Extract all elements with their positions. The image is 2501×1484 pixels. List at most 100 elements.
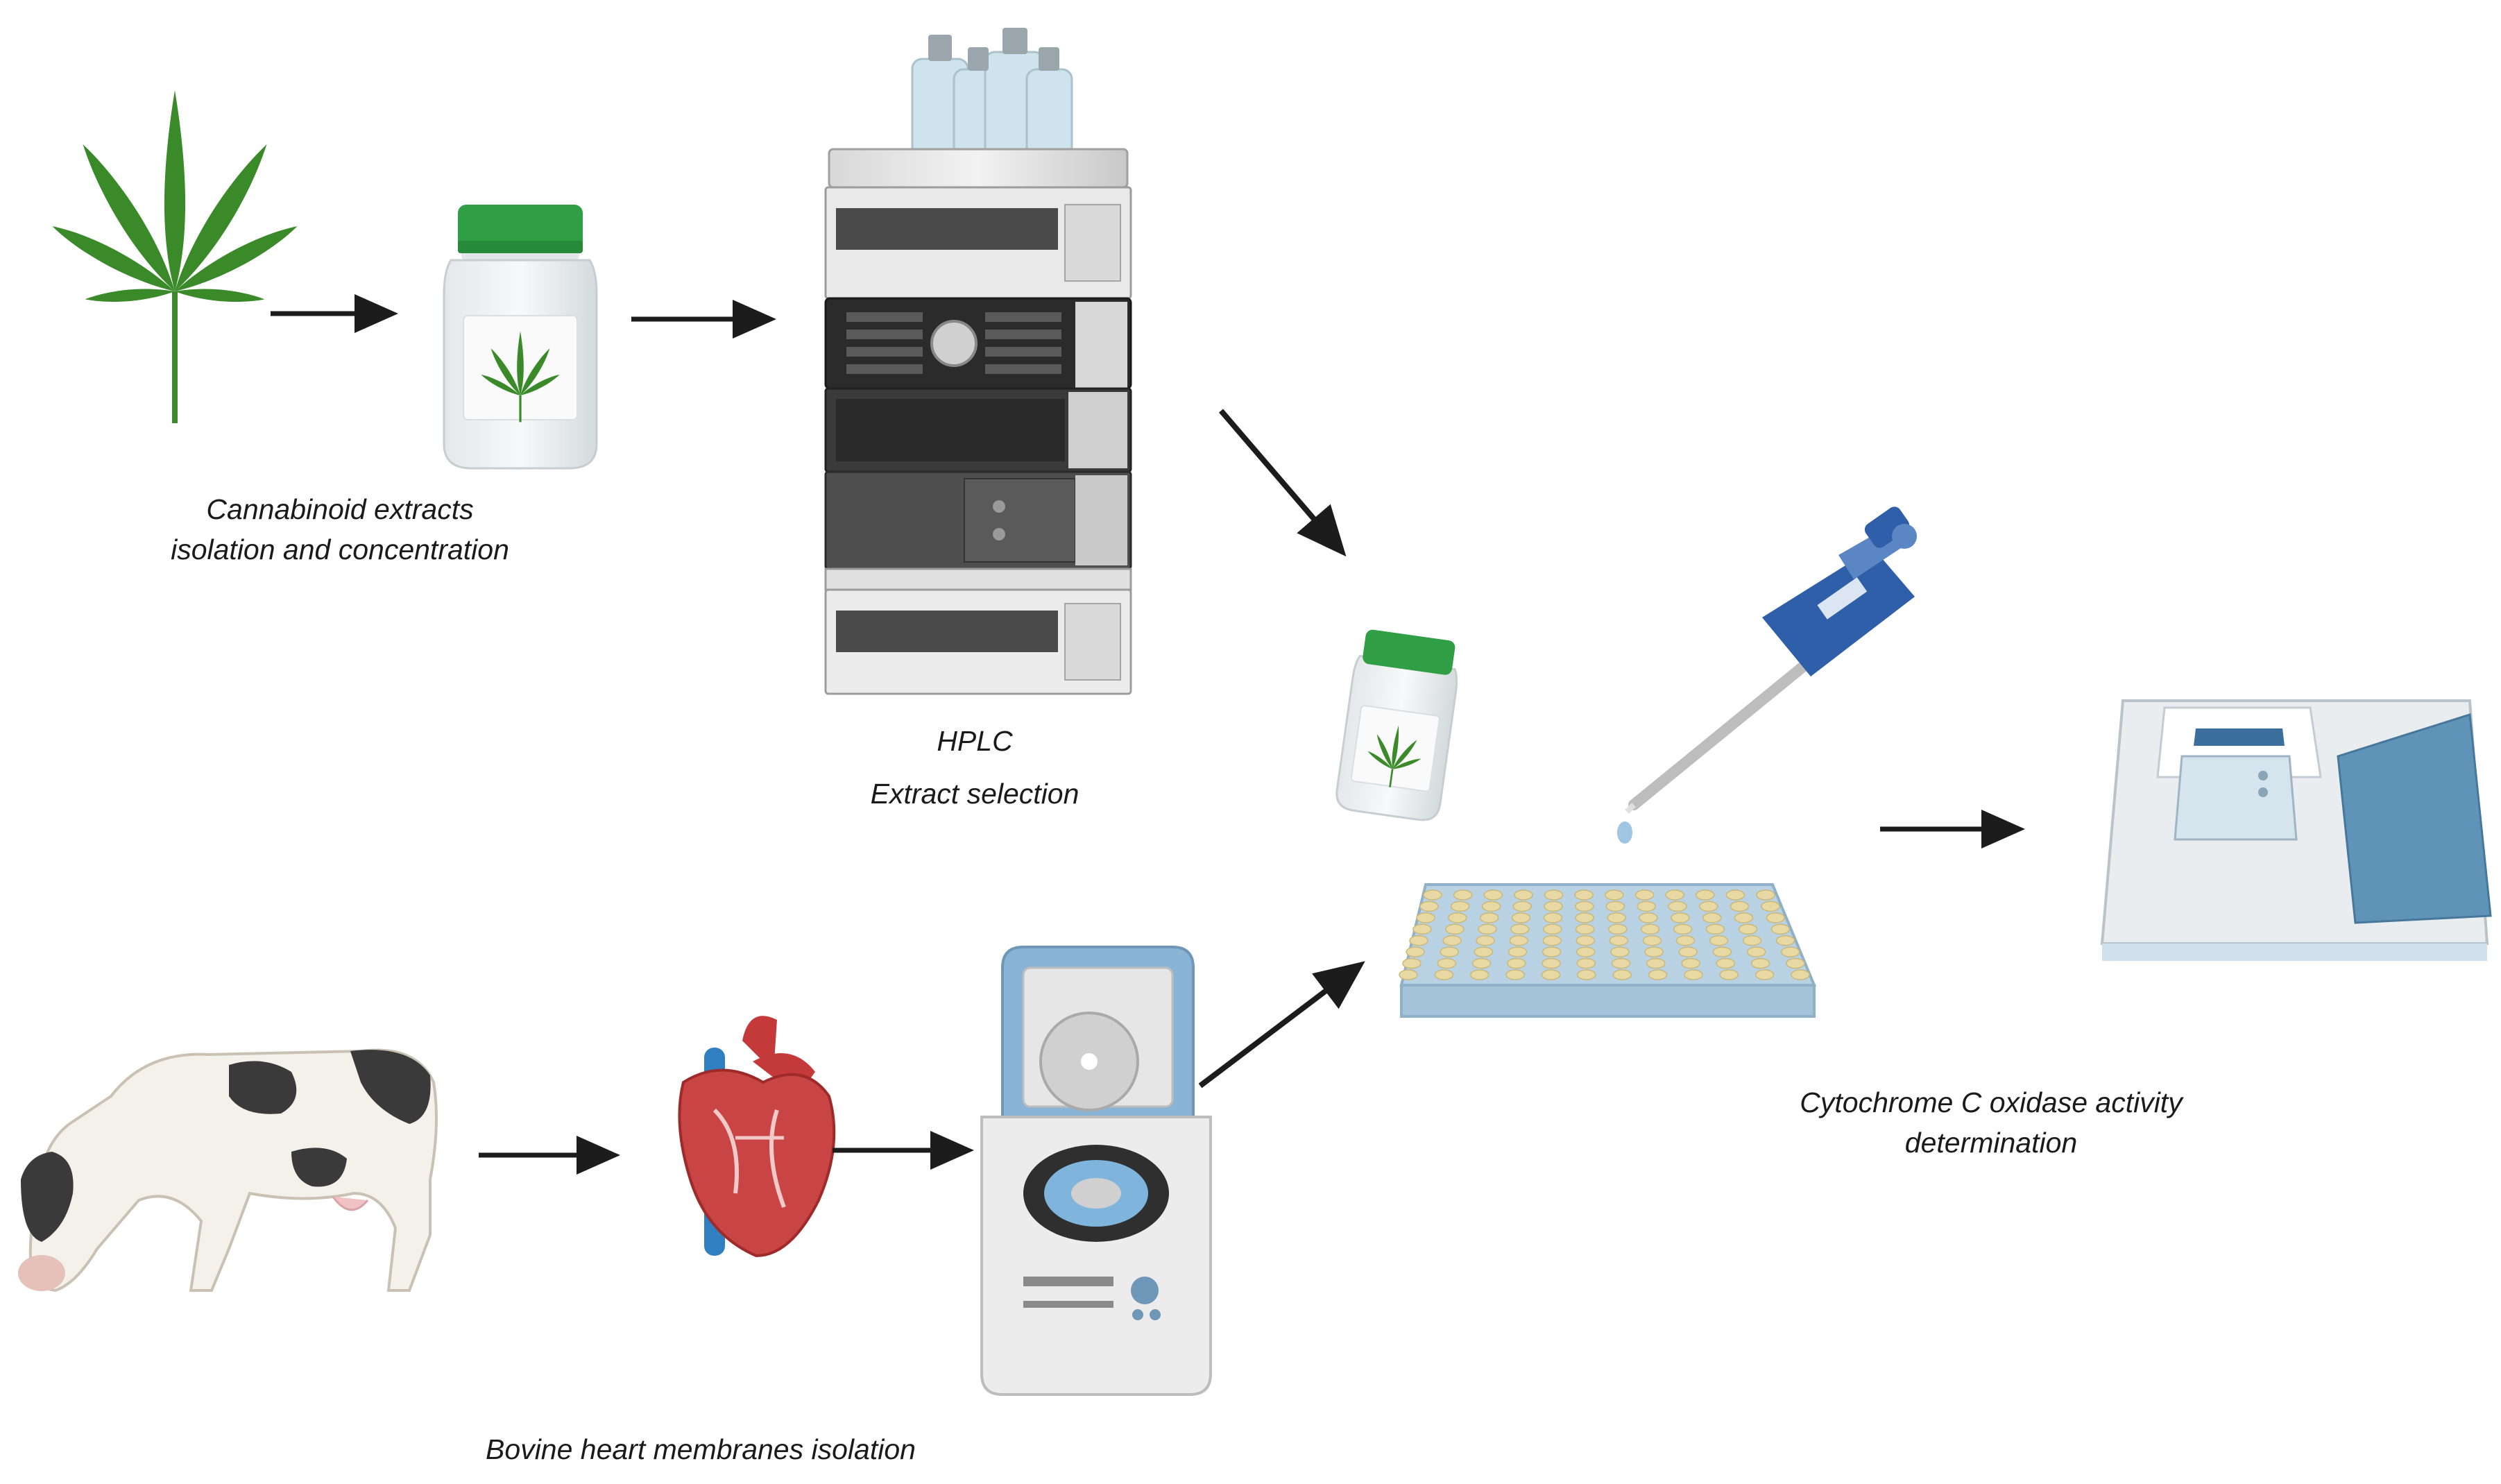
plate-well bbox=[1510, 923, 1530, 935]
plate-well bbox=[1780, 946, 1800, 957]
plate-well bbox=[1576, 935, 1596, 946]
plate-well bbox=[1541, 969, 1561, 980]
plate-well bbox=[1705, 923, 1725, 935]
hplc-label-line1: HPLC bbox=[937, 725, 1013, 757]
plate-well bbox=[1716, 957, 1736, 969]
cow-icon bbox=[18, 1048, 438, 1293]
cytochrome-label: Cytochrome C oxidase activity determinat… bbox=[1748, 1082, 2234, 1163]
plate-well bbox=[1786, 957, 1805, 969]
plate-well bbox=[1543, 912, 1563, 923]
plate-well bbox=[1442, 935, 1462, 946]
plate-well bbox=[1481, 901, 1501, 912]
plate-well bbox=[1605, 901, 1625, 912]
plate-well bbox=[1756, 889, 1775, 901]
plate-well bbox=[1402, 957, 1422, 969]
plate-well bbox=[1673, 923, 1693, 935]
plate-well bbox=[1509, 935, 1528, 946]
plate-well bbox=[1742, 935, 1762, 946]
plate-well bbox=[1544, 901, 1563, 912]
plate-well bbox=[1675, 935, 1696, 946]
plate-well bbox=[1644, 946, 1664, 957]
plate-well bbox=[1542, 946, 1562, 957]
plate-well bbox=[1507, 957, 1526, 969]
plate-well bbox=[1750, 957, 1770, 969]
plate-well bbox=[1612, 969, 1632, 980]
plate-well bbox=[1542, 957, 1561, 969]
plate-well bbox=[1761, 901, 1780, 912]
plate-well bbox=[1512, 901, 1532, 912]
plate-well bbox=[1648, 969, 1668, 980]
arrow-hplc-to-small-bottle bbox=[1218, 409, 1347, 557]
bovine-label: Bovine heart membranes isolation bbox=[389, 1429, 1013, 1469]
plate-well bbox=[1607, 923, 1628, 935]
plate-well bbox=[1702, 912, 1722, 923]
plate-well bbox=[1544, 889, 1564, 901]
plate-well bbox=[1637, 901, 1656, 912]
plate-well bbox=[1483, 889, 1503, 901]
plate-well bbox=[1574, 889, 1594, 901]
plate-well bbox=[1746, 946, 1766, 957]
plate-well bbox=[1605, 889, 1624, 901]
cannabinoid-label-line2: isolation and concentration bbox=[171, 534, 509, 565]
plate-well bbox=[1448, 912, 1467, 923]
plate-well bbox=[1607, 912, 1626, 923]
plate-well bbox=[1543, 923, 1562, 935]
plate-well bbox=[1725, 889, 1745, 901]
cytochrome-label-line1: Cytochrome C oxidase activity bbox=[1800, 1086, 2183, 1118]
plate-well bbox=[1423, 889, 1442, 901]
plate-well bbox=[1440, 946, 1459, 957]
centrifuge-icon bbox=[980, 946, 1212, 1396]
plate-well bbox=[1698, 901, 1718, 912]
plate-well bbox=[1646, 957, 1666, 969]
plate-well bbox=[1695, 889, 1715, 901]
plate-well bbox=[1755, 969, 1775, 980]
plate-well bbox=[1639, 912, 1658, 923]
heart-icon bbox=[678, 1016, 836, 1258]
plate-well bbox=[1665, 889, 1684, 901]
plate-well bbox=[1791, 969, 1810, 980]
plate-well bbox=[1712, 946, 1732, 957]
plate-well bbox=[1734, 912, 1754, 923]
plate-well bbox=[1508, 946, 1528, 957]
plate-well bbox=[1445, 923, 1465, 935]
plate-well bbox=[1681, 957, 1700, 969]
cytochrome-label-line2: determination bbox=[1904, 1127, 2078, 1159]
plate-well bbox=[1668, 901, 1687, 912]
plate-well bbox=[1770, 923, 1791, 935]
plate-well bbox=[1409, 935, 1428, 946]
plate-well bbox=[1479, 912, 1499, 923]
plate-well bbox=[1450, 901, 1470, 912]
spectrophotometer-icon bbox=[2100, 699, 2492, 961]
plate-well bbox=[1640, 923, 1660, 935]
plate-well bbox=[1434, 969, 1454, 980]
plate-well bbox=[1476, 935, 1495, 946]
plate-well bbox=[1730, 901, 1750, 912]
extract-bottle-icon bbox=[443, 205, 598, 470]
plate-well bbox=[1474, 946, 1494, 957]
plate-well bbox=[1478, 923, 1497, 935]
hplc-label: HPLC Extract selection bbox=[767, 715, 1183, 820]
cannabinoid-label-line1: Cannabinoid extracts bbox=[206, 493, 474, 525]
plate-well bbox=[1453, 889, 1473, 901]
plate-well bbox=[1469, 969, 1489, 980]
plate-well bbox=[1738, 923, 1758, 935]
plate-well bbox=[1437, 957, 1457, 969]
hplc-instrument-icon bbox=[824, 28, 1132, 695]
plate-well bbox=[1505, 969, 1525, 980]
arrow-centrifuge-to-plate bbox=[1198, 961, 1365, 1089]
cannabis-leaf-icon bbox=[52, 90, 298, 423]
plate-well bbox=[1406, 946, 1425, 957]
small-bottle-icon bbox=[1335, 629, 1458, 821]
plate-well bbox=[1574, 901, 1594, 912]
plate-well bbox=[1678, 946, 1698, 957]
microplate-icon bbox=[1399, 883, 1816, 1018]
plate-well bbox=[1634, 889, 1655, 901]
plate-well bbox=[1471, 957, 1492, 969]
bovine-label-line1: Bovine heart membranes isolation bbox=[486, 1433, 916, 1465]
plate-well bbox=[1575, 923, 1595, 935]
plate-well bbox=[1719, 969, 1739, 980]
plate-well bbox=[1542, 935, 1562, 946]
plate-well bbox=[1419, 901, 1439, 912]
